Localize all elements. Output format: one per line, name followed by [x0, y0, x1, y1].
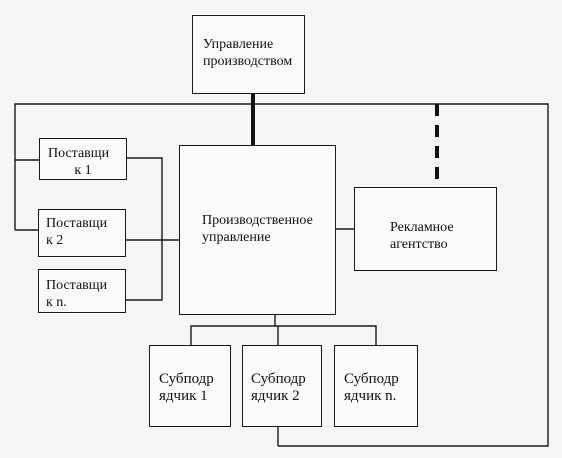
agency-line2: агентство — [390, 237, 448, 252]
supplier-1-link — [126, 157, 163, 301]
production-box: Производственное управление — [179, 145, 336, 315]
subcontractor-n-box: Субподр ядчик n. — [334, 345, 418, 427]
subcontractor-2-box: Субподр ядчик 2 — [242, 345, 322, 427]
supplier-n-box: Поставщи к n. — [38, 269, 126, 313]
supplier-2-box: Поставщи к 2 — [38, 209, 126, 257]
supplier-2-line2: к 2 — [46, 233, 64, 248]
subcontractor-n-line1: Субподр — [344, 371, 399, 387]
supplier-n-line2: к n. — [46, 295, 67, 310]
agency-box: Рекламное агентство — [354, 187, 497, 271]
outer-frame-line — [14, 103, 549, 447]
management-box: Управление производством — [192, 15, 305, 94]
supplier-2-line1: Поставщи — [46, 216, 108, 231]
subcontractor-2-line1: Субподр — [251, 371, 306, 387]
subcontractor-n-line2: ядчик n. — [344, 388, 397, 404]
subcontractor-1-line1: Субподр — [159, 371, 214, 387]
production-line1: Производственное — [202, 213, 313, 228]
supplier-1-line2: к 1 — [74, 163, 92, 178]
management-line2: производством — [203, 54, 293, 69]
supplier-1-line1: Поставщи — [48, 146, 110, 161]
supplier-n-line1: Поставщи — [46, 278, 108, 293]
subcontractor-2-line2: ядчик 2 — [251, 388, 300, 404]
production-line2: управление — [202, 230, 271, 245]
subcontractor-bus — [190, 325, 377, 345]
subcontractor-1-line2: ядчик 1 — [159, 388, 208, 404]
agency-line1: Рекламное — [390, 220, 454, 235]
subcontractor-1-box: Субподр ядчик 1 — [149, 345, 231, 427]
management-line1: Управление — [203, 37, 274, 52]
supplier-1-box: Поставщи к 1 — [39, 138, 127, 180]
